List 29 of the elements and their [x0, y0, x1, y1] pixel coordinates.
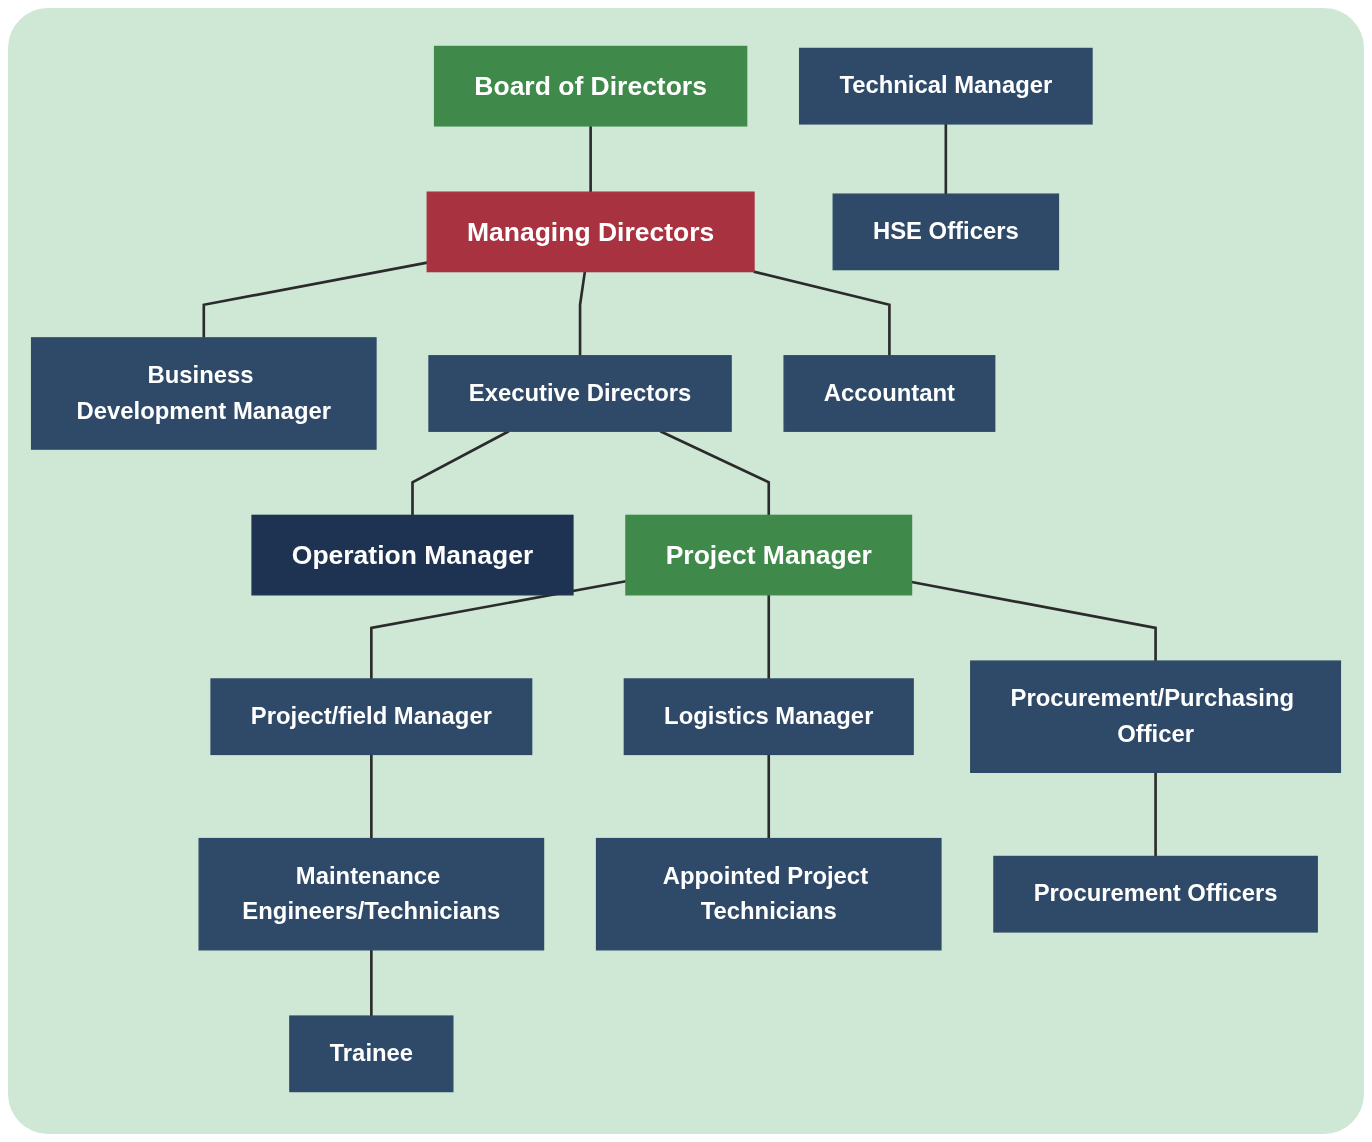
connector — [370, 949, 373, 1017]
node-box: Managing Directors — [426, 191, 755, 273]
connector — [911, 580, 1157, 662]
node-box: Procurement/Purchasing Officer — [970, 660, 1342, 773]
node-box: Maintenance Engineers/Technicians — [198, 837, 545, 951]
connector — [1154, 772, 1157, 857]
node-box: Appointed Project Technicians — [595, 837, 942, 951]
connector — [589, 125, 592, 193]
node-box: Project/field Manager — [210, 678, 533, 756]
node-box: Trainee — [289, 1015, 454, 1093]
connector — [767, 594, 771, 679]
connector — [411, 430, 510, 516]
node-box: Board of Directors — [433, 45, 748, 127]
node-box: Procurement Officers — [993, 855, 1318, 933]
connector — [659, 430, 771, 516]
node-box: Technical Manager — [799, 47, 1093, 125]
node-box: HSE Officers — [832, 193, 1060, 271]
connector — [578, 271, 587, 356]
node-box: Executive Directors — [428, 355, 732, 432]
connector — [753, 270, 891, 356]
node-box: Logistics Manager — [623, 678, 914, 756]
connector — [202, 261, 428, 338]
node-box: Operation Manager — [251, 514, 574, 596]
connector — [370, 754, 373, 839]
node-box: Project Manager — [625, 514, 913, 596]
connector — [944, 123, 948, 195]
node-box: Business Development Manager — [30, 337, 377, 450]
node-box: Accountant — [783, 355, 996, 432]
connector — [767, 754, 771, 839]
